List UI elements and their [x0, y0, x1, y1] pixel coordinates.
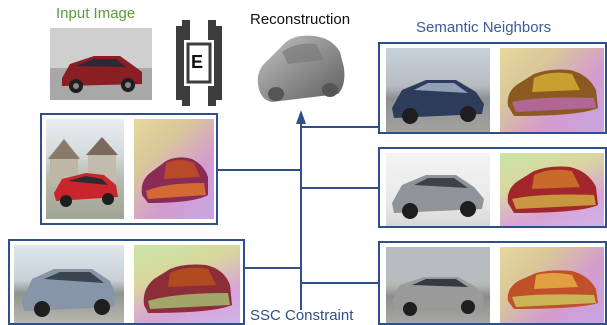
neighbor-photo-right-3 — [386, 247, 490, 323]
reconstruction-label: Reconstruction — [250, 11, 351, 28]
neighbor-photo-left-1 — [46, 119, 124, 219]
neighbor-panel-left-1 — [40, 113, 218, 225]
car-mesh-icon — [252, 30, 348, 108]
neighbor-normalmap-right-1 — [500, 48, 604, 132]
neighbor-panel-right-1 — [378, 42, 607, 134]
neighbor-photo-left-2 — [14, 245, 124, 323]
neighbor-panel-right-2 — [378, 147, 607, 228]
input-image-label: Input Image — [56, 5, 136, 22]
encoder-block-icon: E — [176, 18, 222, 108]
neighbor-normalmap-left-2 — [134, 245, 240, 323]
semantic-neighbors-label: Semantic Neighbors — [416, 19, 552, 36]
neighbor-photo-right-2 — [386, 153, 490, 226]
input-image — [50, 28, 152, 100]
neighbor-panel-right-3 — [378, 241, 607, 325]
encoder-letter: E — [191, 52, 204, 72]
neighbor-normalmap-right-2 — [500, 153, 604, 226]
neighbor-photo-right-1 — [386, 48, 490, 132]
ssc-constraint-label: SSC Constraint — [250, 307, 354, 324]
neighbor-normalmap-right-3 — [500, 247, 604, 323]
neighbor-panel-left-2 — [8, 239, 245, 325]
neighbor-normalmap-left-1 — [134, 119, 214, 219]
input-car-icon — [50, 28, 152, 100]
